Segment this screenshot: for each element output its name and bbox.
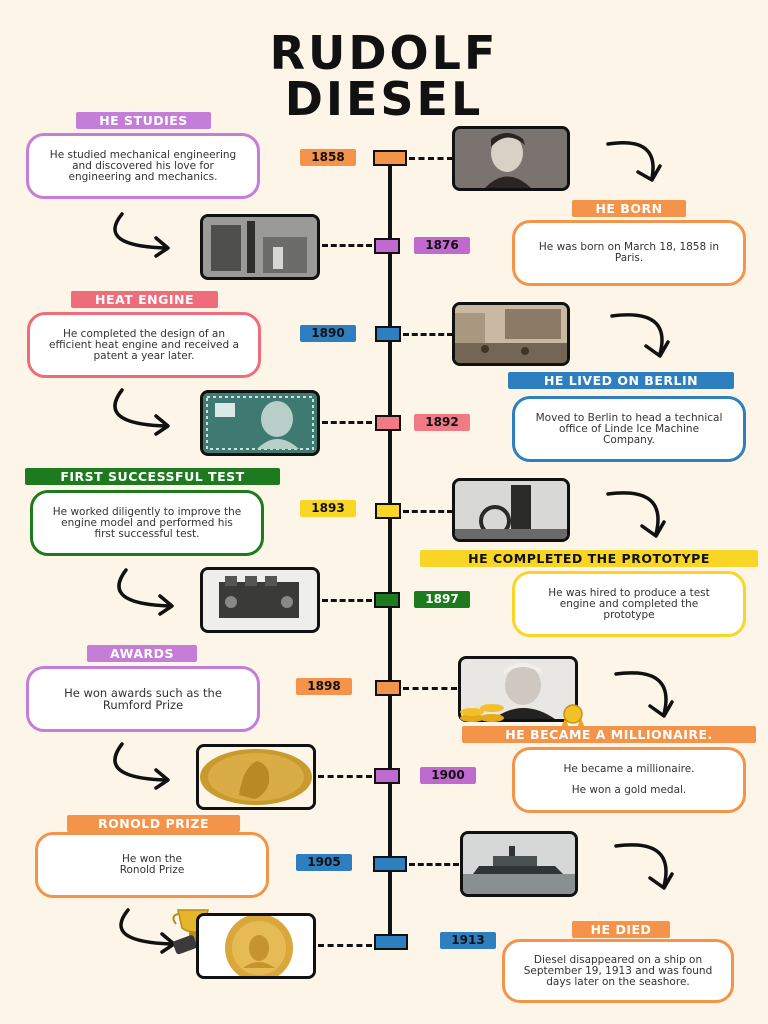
card-he-born: He was born on March 18, 1858 in Paris.	[512, 220, 746, 286]
card-he-completed-the-prototype-text: He was hired to produce a test engine an…	[548, 586, 710, 621]
photo-ship	[460, 831, 578, 897]
label-he-studies: HE STUDIES	[76, 112, 211, 129]
year-1905: 1905	[296, 854, 352, 871]
label-heat-engine: HEAT ENGINE	[71, 291, 218, 308]
connector-1890	[403, 333, 453, 336]
node-1892	[375, 415, 401, 431]
year-1876: 1876	[414, 237, 470, 254]
year-1913: 1913	[440, 932, 496, 949]
portrait-icon	[455, 129, 567, 188]
curved-arrow-icon	[614, 671, 674, 718]
prize-medal-icon	[199, 916, 313, 976]
card-ronold-prize-text: He won the Ronold Prize	[119, 853, 185, 876]
label-first-successful-test: FIRST SUCCESSFUL TEST	[25, 468, 280, 485]
curved-arrow-icon	[614, 843, 674, 890]
year-1858: 1858	[300, 149, 356, 166]
photo-gold-medal	[196, 744, 316, 810]
card-he-born-text: He was born on March 18, 1858 in Paris.	[538, 241, 720, 264]
connector-1898	[403, 687, 457, 690]
curved-arrow-icon	[610, 313, 670, 358]
card-he-studies: He studied mechanical engineering and di…	[26, 133, 260, 199]
stamp-image-icon	[203, 393, 317, 453]
photo-engine-lab	[452, 478, 570, 542]
card-heat-engine-text: He completed the design of an efficient …	[49, 327, 239, 362]
card-he-lived-on-berlin: Moved to Berlin to head a technical offi…	[512, 396, 746, 462]
card-he-lived-on-berlin-text: Moved to Berlin to head a technical offi…	[535, 411, 723, 446]
city-image-icon	[455, 305, 567, 363]
card-millionaire-text-2: He won a gold medal.	[571, 784, 687, 796]
year-1892: 1892	[414, 414, 470, 431]
curved-arrow-icon	[606, 141, 662, 182]
coins-icon	[460, 704, 504, 722]
hand-icon	[173, 935, 197, 955]
card-awards-text: He won awards such as the Rumford Prize	[64, 686, 222, 712]
gold-medal-icon	[199, 747, 313, 807]
card-awards: He won awards such as the Rumford Prize	[26, 666, 260, 732]
connector-1892	[322, 421, 372, 424]
node-1898	[375, 680, 401, 696]
card-first-successful-test: He worked diligently to improve the engi…	[30, 490, 264, 556]
curved-arrow-icon	[606, 491, 666, 538]
photo-workshop	[200, 214, 320, 280]
year-1893: 1893	[300, 500, 356, 517]
node-1893	[375, 503, 401, 519]
node-1905	[373, 856, 407, 872]
year-1897: 1897	[414, 591, 470, 608]
label-ronold-prize: RONOLD PRIZE	[67, 815, 240, 832]
node-1900	[374, 768, 400, 784]
connector-1900	[318, 775, 372, 778]
photo-berlin-street	[452, 302, 570, 366]
year-1900: 1900	[420, 767, 476, 784]
card-he-died: Diesel disappeared on a ship on Septembe…	[502, 939, 734, 1003]
year-1898: 1898	[296, 678, 352, 695]
photo-engine-block	[200, 567, 320, 633]
node-1858	[373, 150, 407, 166]
page-title-line1: RUDOLF	[269, 26, 499, 80]
card-ronold-prize: He won the Ronold Prize	[35, 832, 269, 898]
label-he-lived-on-berlin: HE LIVED ON BERLIN	[508, 372, 734, 389]
curved-arrow-icon	[117, 568, 174, 616]
page-title-line2: DIESEL	[284, 72, 484, 126]
workshop-image-icon	[203, 217, 317, 277]
timeline-line	[388, 156, 392, 946]
card-he-studies-text: He studied mechanical engineering and di…	[49, 148, 237, 183]
photo-millionaire	[458, 656, 578, 722]
curved-arrow-icon	[113, 388, 170, 436]
label-he-became-a-millionaire: HE BECAME A MILLIONAIRE.	[462, 726, 756, 743]
portrait-icon	[461, 659, 575, 719]
node-1890	[375, 326, 401, 342]
photo-prize-medal	[196, 913, 316, 979]
label-he-died: HE DIED	[572, 921, 670, 938]
photo-stamp	[200, 390, 320, 456]
connector-1876	[322, 244, 372, 247]
node-1913	[374, 934, 408, 950]
card-he-became-a-millionaire: He became a millionaire. He won a gold m…	[512, 747, 746, 813]
card-he-died-text: Diesel disappeared on a ship on Septembe…	[523, 953, 713, 988]
connector-1893	[403, 510, 453, 513]
curved-arrow-icon	[113, 212, 170, 258]
card-first-successful-test-text: He worked diligently to improve the engi…	[52, 505, 242, 540]
engine-image-icon	[455, 481, 567, 539]
node-1897	[374, 592, 400, 608]
engine-block-image-icon	[203, 570, 317, 630]
photo-young-diesel	[452, 126, 570, 191]
label-he-born: HE BORN	[572, 200, 686, 217]
connector-1905	[409, 863, 459, 866]
card-heat-engine: He completed the design of an efficient …	[27, 312, 261, 378]
node-1876	[374, 238, 400, 254]
connector-1858	[409, 157, 453, 160]
connector-1913	[318, 944, 372, 947]
year-1890: 1890	[300, 325, 356, 342]
card-he-completed-the-prototype: He was hired to produce a test engine an…	[512, 571, 746, 637]
label-awards: AWARDS	[87, 645, 197, 662]
curved-arrow-icon	[113, 742, 170, 790]
ship-image-icon	[463, 834, 575, 894]
connector-1897	[322, 599, 372, 602]
card-millionaire-text-1: He became a millionaire.	[563, 763, 695, 775]
label-he-completed-the-prototype: HE COMPLETED THE PROTOTYPE	[420, 550, 758, 567]
